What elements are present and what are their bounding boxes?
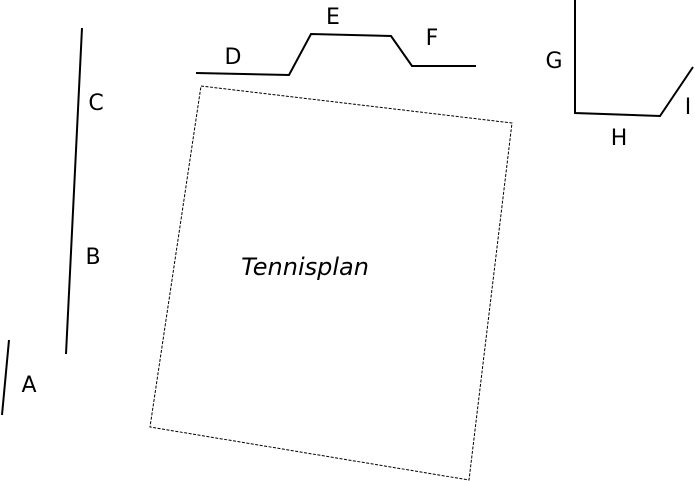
label-i: I — [685, 95, 692, 120]
wall-segment-bc — [65, 27, 83, 355]
tennis-court-outline — [149, 85, 513, 481]
label-h: H — [611, 126, 628, 151]
wall-segment-def — [195, 32, 476, 77]
label-g: G — [545, 49, 562, 74]
wall-segment-ghi — [574, 0, 694, 118]
wall-segment-a — [1, 339, 10, 416]
label-c: C — [88, 91, 103, 116]
label-f: F — [426, 26, 439, 51]
label-b: B — [85, 245, 100, 270]
label-e: E — [326, 5, 340, 30]
tennis-court-label: Tennisplan — [241, 253, 369, 281]
label-d: D — [225, 45, 242, 70]
label-a: A — [21, 373, 36, 398]
